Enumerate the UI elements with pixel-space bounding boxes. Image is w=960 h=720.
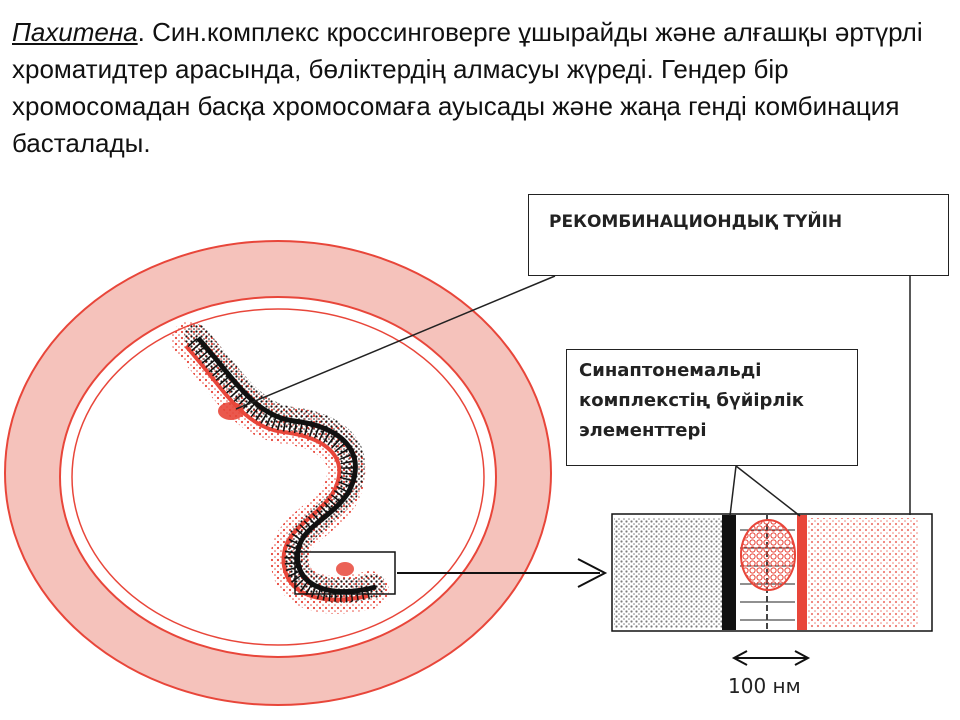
nuclear-envelope-inner [59,296,497,658]
lateral-elements-line-1: Синаптонемальді [579,360,762,381]
leader-lines [235,275,911,517]
zoom-region-box [294,551,396,595]
nuclear-interior-line [71,308,485,646]
lateral-elements-label: Синаптонемальді комплекстің бүйірлік эле… [566,349,858,466]
slide-body-text: . Син.комплекс кроссинговерге ұшырайды ж… [12,17,923,158]
slide-text: Пахитена. Син.комплекс кроссинговерге ұш… [12,14,952,162]
lateral-element-black-bar [722,515,736,630]
magnified-complex [611,513,933,632]
scale-label: 100 нм [728,674,801,698]
recombination-node-label-text: РЕКОМБИНАЦИОНДЫҚ ТҮЙІН [549,212,843,232]
recombination-node-marker-lower [336,562,354,576]
lateral-element-red-bar [797,515,807,630]
recombination-node-label: РЕКОМБИНАЦИОНДЫҚ ТҮЙІН [528,194,949,276]
nucleus [4,240,552,706]
zoom-arrow [397,558,608,588]
chromatin-black-region [614,518,724,628]
term-pachytene: Пахитена [12,17,138,47]
chromatin-red-region [808,518,918,628]
recombination-nodule [740,519,796,591]
lateral-element-black [196,336,377,594]
scale-bar [731,650,811,666]
lateral-elements-line-2: комплекстің бүйірлік [579,390,804,411]
lateral-elements-line-3: элементтері [579,420,707,441]
recombination-node-marker [218,402,244,420]
